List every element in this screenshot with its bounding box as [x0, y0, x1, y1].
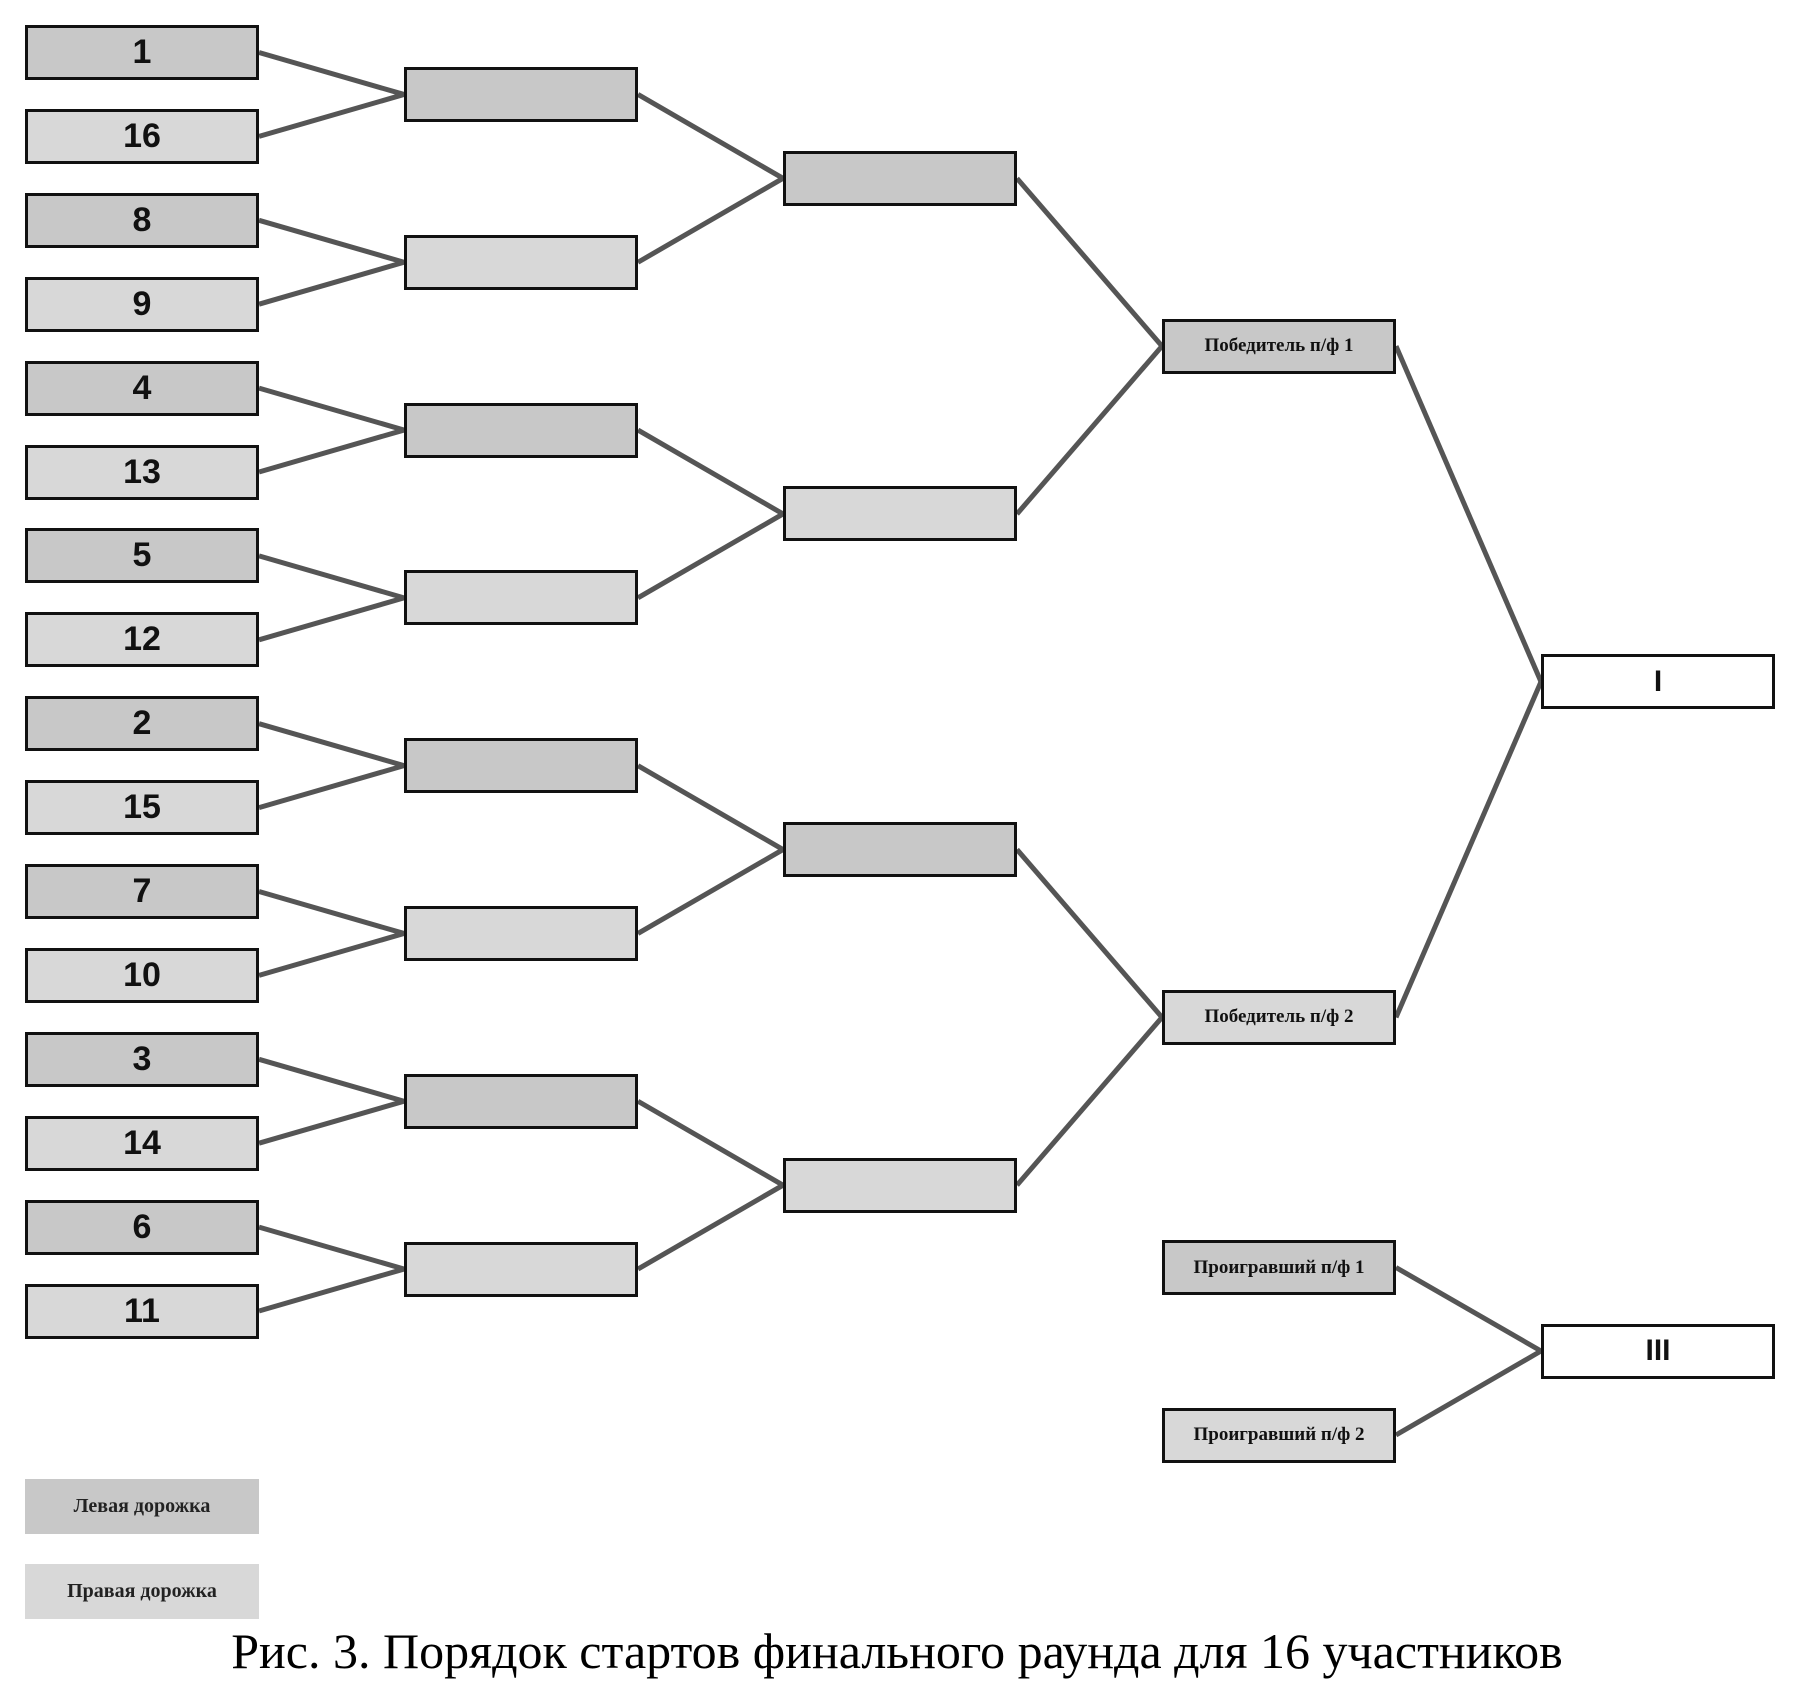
connector-line: [258, 1224, 405, 1272]
round2-match-box: [404, 66, 638, 122]
connector-line: [258, 595, 405, 643]
connector-line: [258, 217, 405, 265]
connector-line: [1393, 680, 1544, 1019]
connector-line: [258, 721, 405, 769]
connector-line: [636, 1182, 785, 1272]
round2-match-box: [404, 570, 638, 626]
connector-line: [636, 763, 785, 852]
connector-line: [1394, 1265, 1543, 1354]
round2-match-box: [404, 402, 638, 458]
connector-line: [258, 259, 405, 307]
seed-box: 15: [25, 780, 259, 836]
connector-line: [1393, 345, 1544, 683]
third-place-box: III: [1541, 1323, 1775, 1379]
connector-line: [258, 427, 405, 475]
figure-caption: Рис. 3. Порядок стартов финального раунд…: [231, 1623, 1563, 1679]
connector-line: [258, 889, 405, 936]
legend-left-lane: Левая дорожка: [25, 1479, 259, 1534]
round2-match-box: [404, 234, 638, 290]
round3-match-box: [783, 150, 1017, 206]
connector-line: [636, 511, 785, 601]
seed-box: 2: [25, 696, 259, 752]
round3-match-box: [783, 1157, 1017, 1213]
seed-box: 13: [25, 444, 259, 500]
seed-box: 12: [25, 612, 259, 668]
seed-box: 5: [25, 528, 259, 584]
connector-line: [636, 1099, 785, 1188]
round3-match-box: [783, 822, 1017, 878]
round3-match-box: [783, 486, 1017, 542]
seed-box: 10: [25, 947, 259, 1003]
round2-match-box: [404, 1241, 638, 1297]
connector-line: [258, 1266, 405, 1314]
connector-line: [258, 763, 405, 811]
connector-line: [258, 50, 405, 97]
legend-right-lane: Правая дорожка: [25, 1564, 259, 1619]
seed-box: 6: [25, 1199, 259, 1255]
seed-box: 9: [25, 276, 259, 332]
round2-match-box: [404, 905, 638, 961]
seed-box: 14: [25, 1115, 259, 1171]
final-first-place-box: I: [1541, 654, 1775, 710]
semifinal-winner-box: Победитель п/ф 2: [1162, 989, 1396, 1045]
seed-box: 4: [25, 360, 259, 416]
connector-line: [258, 92, 405, 139]
semifinal-loser-box: Проигравший п/ф 2: [1162, 1407, 1396, 1463]
connector-line: [258, 385, 405, 433]
seed-box: 3: [25, 1031, 259, 1087]
round2-match-box: [404, 1073, 638, 1129]
seed-box: 7: [25, 864, 259, 919]
semifinal-loser-box: Проигравший п/ф 1: [1162, 1240, 1396, 1295]
connector-line: [258, 931, 405, 978]
round2-match-box: [404, 738, 638, 794]
connector-line: [258, 1056, 405, 1104]
seed-box: 1: [25, 25, 259, 80]
connector-line: [636, 176, 785, 265]
connector-line: [636, 427, 785, 517]
connector-line: [1015, 1015, 1164, 1187]
semifinal-winner-box: Победитель п/ф 1: [1162, 318, 1396, 374]
connector-line: [1015, 847, 1164, 1019]
connector-line: [1015, 176, 1164, 348]
connector-line: [1015, 344, 1164, 516]
connector-line: [636, 92, 785, 181]
seed-box: 16: [25, 108, 259, 164]
connector-line: [258, 1098, 405, 1146]
seed-box: 8: [25, 192, 259, 248]
connector-line: [636, 847, 785, 936]
connector-line: [258, 553, 405, 601]
seed-box: 11: [25, 1283, 259, 1339]
connector-line: [1394, 1348, 1543, 1438]
